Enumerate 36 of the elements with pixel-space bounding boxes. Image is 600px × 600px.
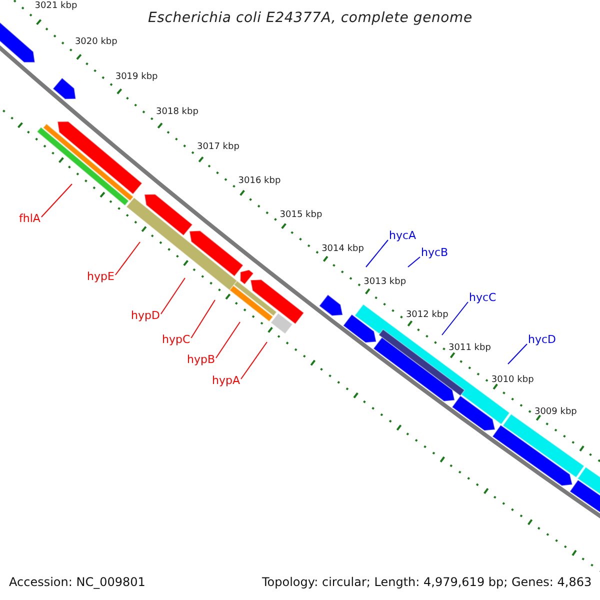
leader-line xyxy=(190,300,216,338)
gene-name: hypA xyxy=(212,374,240,388)
scale-label: 3021 kbp xyxy=(34,0,78,12)
genome-info-label: Topology: circular; Length: 4,979,619 bp; Genes: 4,863 xyxy=(262,575,592,590)
leader-line xyxy=(240,342,268,380)
leader-line xyxy=(366,240,388,268)
gene-name: hycC xyxy=(469,291,496,305)
diagram-title: Escherichia coli E24377A, complete genome xyxy=(148,10,472,27)
gene-name: hypD xyxy=(131,309,160,323)
leader-line xyxy=(408,256,420,268)
leader-line xyxy=(160,278,186,314)
scale-label: 3019 kbp xyxy=(115,71,158,84)
scale-label: 3016 kbp xyxy=(238,175,281,188)
scale-label: 3018 kbp xyxy=(156,106,198,118)
accession-label: Accession: NC_009801 xyxy=(9,575,146,590)
scale-label: 3012 kbp xyxy=(406,309,448,322)
leader-line xyxy=(114,242,140,276)
leader-line xyxy=(508,344,528,364)
scale-label: 3010 kbp xyxy=(491,374,534,386)
scale-label: 3014 kbp xyxy=(322,242,364,255)
scale-label: 3017 kbp xyxy=(197,140,240,153)
gene-name: hypC xyxy=(162,333,190,347)
scale-label: 3009 kbp xyxy=(534,406,577,418)
gene-name: hycA xyxy=(389,229,416,243)
scale-label: 3020 kbp xyxy=(74,36,118,48)
leader-line xyxy=(442,302,468,336)
gene-name: fhlA xyxy=(19,212,40,226)
gene-name: hypE xyxy=(87,270,114,284)
leader-line xyxy=(40,184,72,218)
gene-name: hycD xyxy=(528,333,556,347)
scale-label: 3013 kbp xyxy=(364,276,406,288)
gene-name: hypB xyxy=(187,353,216,367)
gene-name: hycB xyxy=(421,246,448,260)
scale-label: 3015 kbp xyxy=(280,209,322,222)
leader-line xyxy=(216,322,240,358)
scale-label: 3011 kbp xyxy=(448,342,491,354)
